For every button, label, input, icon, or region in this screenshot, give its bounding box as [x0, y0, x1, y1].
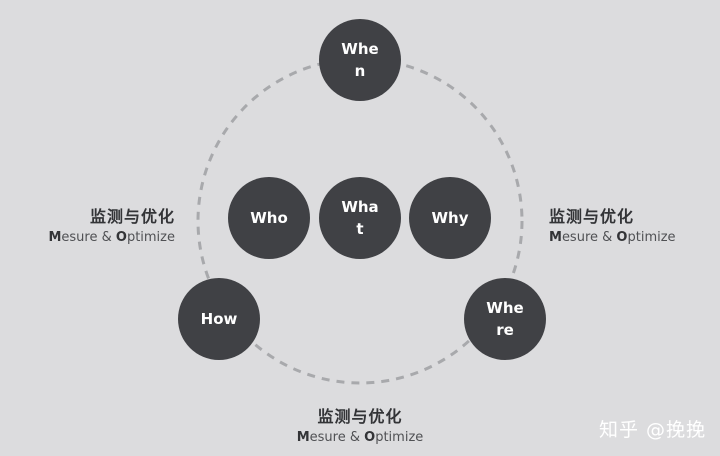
- label-bottom: 监测与优化 Mesure & Optimize: [280, 406, 440, 448]
- node-when: When: [319, 19, 401, 101]
- node-how-label: How: [200, 310, 238, 328]
- node-how: How: [178, 278, 260, 360]
- node-what-label: What: [341, 198, 379, 238]
- watermark: 知乎 @挽挽: [598, 419, 706, 441]
- label-left: 监测与优化 Mesure & Optimize: [48, 206, 175, 248]
- node-where-label: Where: [486, 299, 524, 339]
- node-when-label: When: [341, 40, 379, 80]
- node-what: What: [319, 177, 401, 259]
- node-where: Where: [464, 278, 546, 360]
- label-bottom-zh: 监测与优化: [317, 407, 403, 426]
- label-bottom-en: Mesure & Optimize: [296, 430, 424, 445]
- node-who-label: Who: [250, 209, 288, 227]
- node-who: Who: [228, 177, 310, 259]
- label-right-en: Mesure & Optimize: [549, 230, 676, 245]
- label-left-zh: 监测与优化: [89, 207, 175, 226]
- node-why: Why: [409, 177, 491, 259]
- node-why-label: Why: [431, 209, 469, 227]
- label-right: 监测与优化 Mesure & Optimize: [549, 206, 676, 248]
- label-left-en: Mesure & Optimize: [48, 230, 175, 245]
- label-right-zh: 监测与优化: [549, 207, 635, 226]
